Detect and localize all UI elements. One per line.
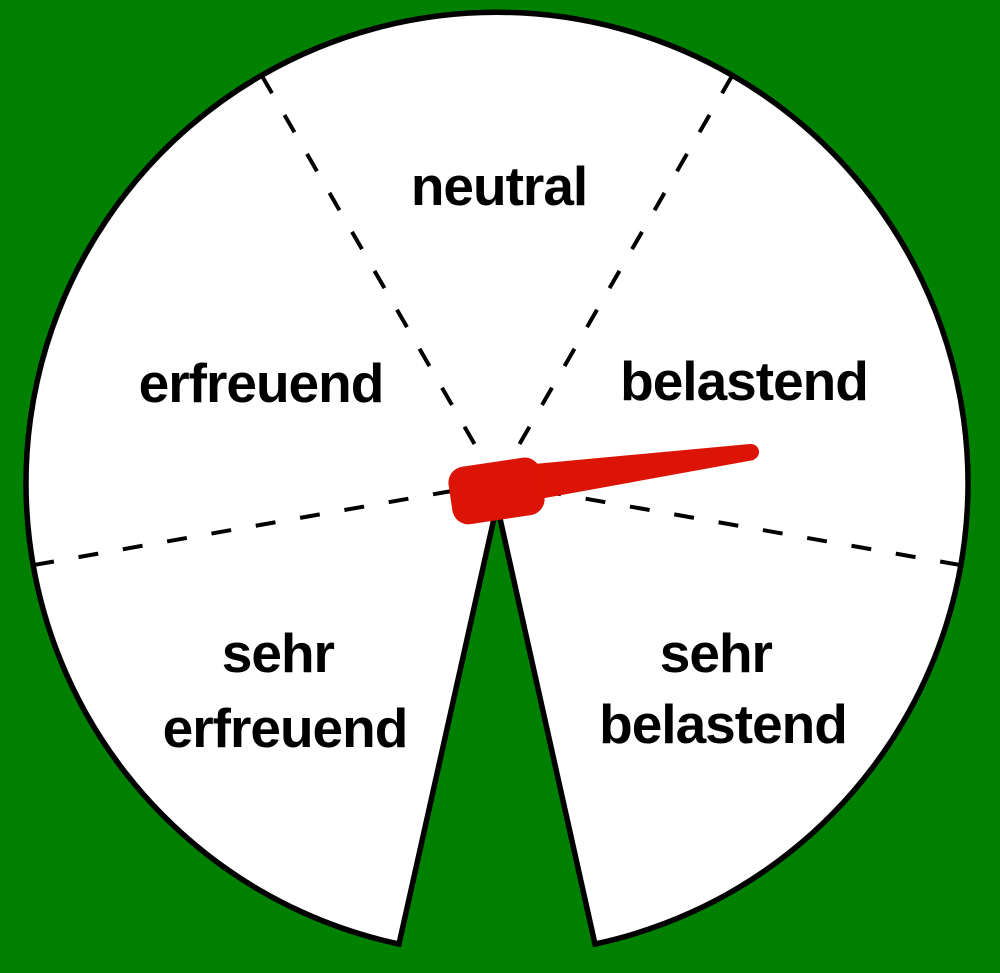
sector-label-neutral: neutral: [411, 155, 587, 217]
divider-line-upper-right: [495, 74, 734, 485]
divider-line-right: [496, 481, 961, 567]
divider-line-upper-left: [260, 74, 499, 485]
sector-label-sehr-erfreuend-line2: erfreuend: [163, 697, 408, 759]
needle: [448, 444, 759, 525]
sector-label-erfreuend: erfreuend: [139, 352, 384, 414]
sector-label-sehr-belastend-line1: sehr: [660, 622, 773, 684]
sector-label-sehr-erfreuend-line1: sehr: [222, 622, 335, 684]
sector-label-sehr-belastend: sehr belastend: [599, 622, 847, 755]
needle-pointer: [534, 444, 754, 500]
sector-label-sehr-erfreuend: sehr erfreuend: [163, 622, 408, 759]
needle-hub: [448, 457, 545, 525]
divider-line-left: [33, 481, 498, 567]
sector-label-belastend: belastend: [620, 350, 868, 412]
sector-label-sehr-belastend-line2: belastend: [599, 693, 847, 755]
needle-tip: [743, 444, 759, 460]
